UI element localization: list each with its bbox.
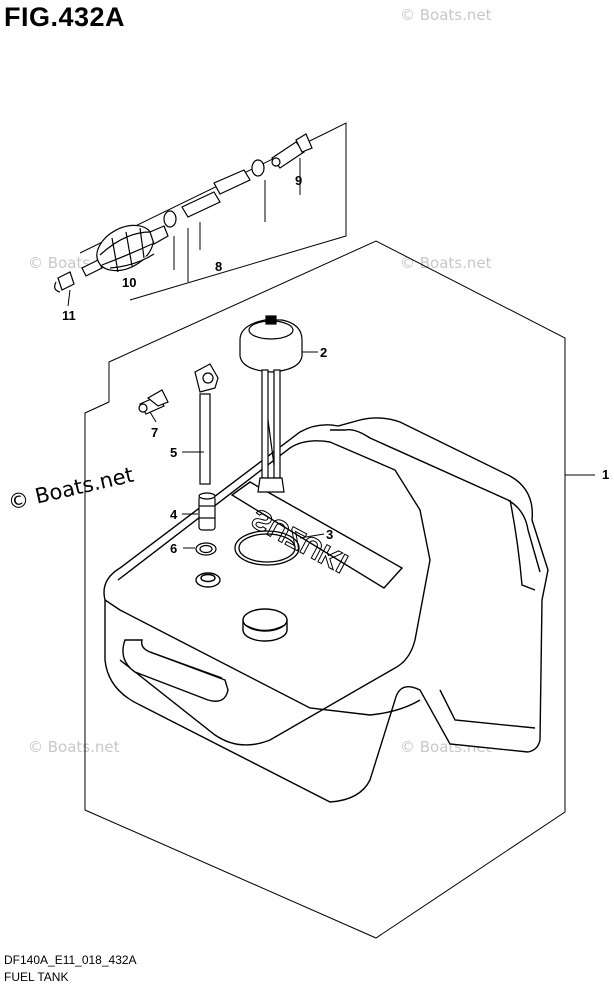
callout-7: 7 — [151, 425, 158, 440]
callout-11: 11 — [62, 308, 76, 323]
callout-2: 2 — [320, 345, 327, 360]
fuel-gauge-part — [239, 315, 303, 493]
fuel-line-parts — [163, 133, 313, 228]
watermark: © Boats.net — [400, 254, 492, 272]
watermark-main: © Boats.net — [6, 463, 136, 515]
fuel-tank: SUZUKI — [103, 417, 549, 803]
assembly-outline — [84, 240, 595, 939]
figure-title: FIG.432A — [4, 2, 126, 32]
pickup-tube-part — [194, 363, 219, 485]
washer-part — [195, 542, 217, 556]
watermark: © Boats.net — [400, 6, 492, 24]
callout-labels: 1 2 3 4 5 6 7 8 9 10 11 — [62, 173, 609, 556]
strainer-part — [198, 492, 216, 531]
callout-3: 3 — [326, 527, 333, 542]
callout-9: 9 — [295, 173, 302, 188]
figure-caption: FUEL TANK — [4, 970, 69, 984]
callout-1: 1 — [602, 467, 609, 482]
o-ring-part — [234, 530, 300, 566]
callout-6: 6 — [170, 541, 177, 556]
figure-code: DF140A_E11_018_432A — [4, 953, 137, 967]
callout-10: 10 — [122, 275, 136, 290]
watermark: © Boats.net — [28, 738, 120, 756]
callout-4: 4 — [170, 507, 178, 522]
leader-lines — [67, 289, 325, 549]
callout-5: 5 — [170, 445, 177, 460]
connector-part — [138, 389, 169, 415]
clip-part — [54, 271, 75, 293]
callout-8: 8 — [215, 259, 222, 274]
primer-bulb-part — [81, 224, 169, 277]
